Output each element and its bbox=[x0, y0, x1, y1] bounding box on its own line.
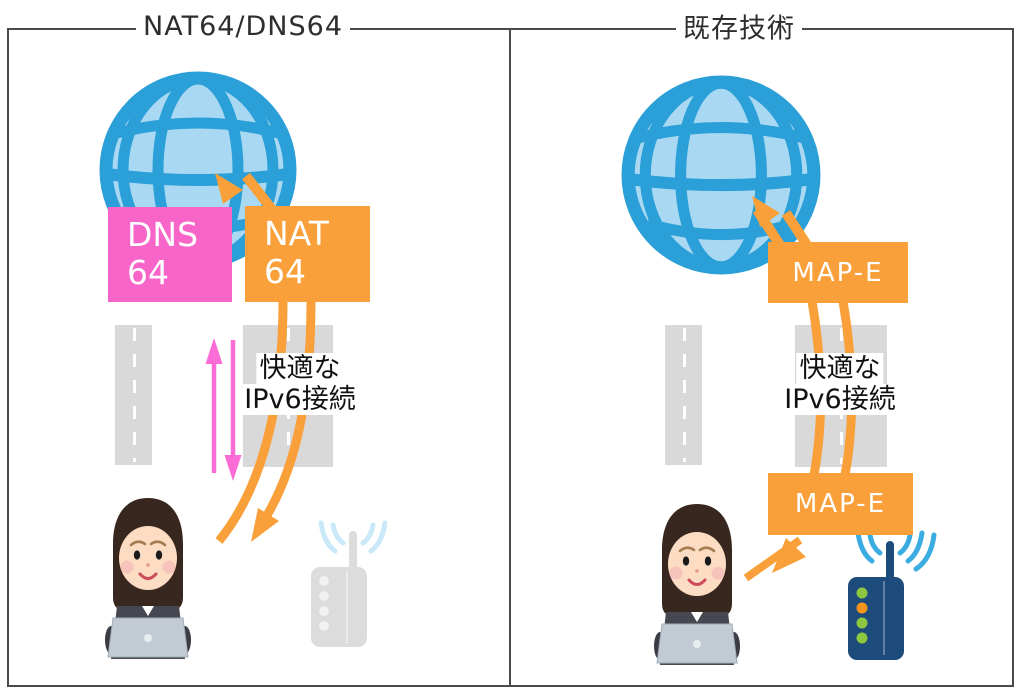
dns64-label-line1: DNS bbox=[127, 215, 199, 254]
mape-upper-label: MAP-E bbox=[792, 257, 884, 288]
road-dash bbox=[682, 328, 686, 462]
right-panel-title: 既存技術 bbox=[676, 6, 802, 46]
pink-roundtrip-arrows-icon bbox=[205, 338, 242, 481]
mape-upper-box: MAP-E bbox=[768, 242, 908, 303]
wifi-router-faded-icon bbox=[311, 520, 388, 647]
right-caption: 快適な IPv6接続 bbox=[781, 353, 899, 415]
left-caption-line2: IPv6接続 bbox=[241, 384, 359, 415]
mape-lower-label: MAP-E bbox=[794, 489, 887, 519]
person-at-laptop-icon-left bbox=[105, 498, 191, 659]
road-dash bbox=[132, 328, 136, 462]
road-narrow-right-panel bbox=[665, 325, 702, 465]
left-down-arrow-icon bbox=[215, 299, 316, 544]
left-panel-title: NAT64/DNS64 bbox=[136, 10, 350, 42]
mape-lower-box: MAP-E bbox=[768, 473, 913, 535]
right-caption-line2: IPv6接続 bbox=[781, 384, 899, 415]
panel-divider bbox=[509, 28, 511, 687]
dns64-box: DNS 64 bbox=[108, 207, 232, 302]
road-narrow-left-panel bbox=[115, 325, 152, 465]
right-down-arrow-icon bbox=[743, 536, 806, 582]
right-up-arrow-icon bbox=[752, 196, 812, 248]
left-caption-line1: 快適な bbox=[256, 353, 344, 384]
right-caption-line1: 快適な bbox=[796, 353, 884, 384]
nat64-label-line2: 64 bbox=[264, 252, 306, 291]
nat64-label-line1: NAT bbox=[264, 214, 329, 253]
wifi-router-icon bbox=[848, 530, 937, 660]
person-at-laptop-icon-right bbox=[654, 504, 740, 665]
dns64-label-line2: 64 bbox=[127, 253, 169, 292]
nat64-box: NAT 64 bbox=[245, 206, 370, 302]
left-caption: 快適な IPv6接続 bbox=[241, 353, 359, 415]
